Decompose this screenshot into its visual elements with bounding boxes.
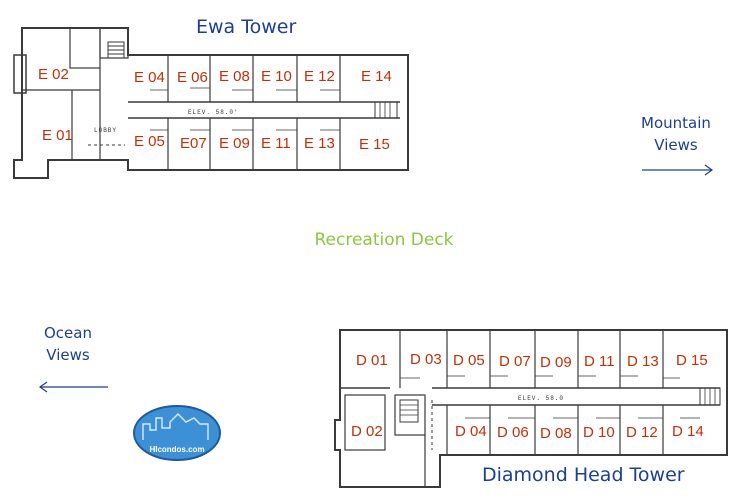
ocean-views-line2: Views: [46, 346, 90, 364]
unit-d05: D 05: [453, 352, 485, 369]
mountain-views-line2: Views: [654, 136, 698, 154]
unit-d12: D 12: [626, 424, 658, 441]
unit-d13: D 13: [627, 353, 659, 370]
unit-e08: E 08: [219, 68, 250, 85]
hicondos-logo: HIcondos.com: [133, 405, 221, 461]
unit-d14: D 14: [672, 423, 704, 440]
unit-d09: D 09: [540, 354, 572, 371]
logo-text: HIcondos.com: [149, 445, 204, 454]
ewa-tower-title: Ewa Tower: [196, 16, 296, 38]
unit-e02: E 02: [38, 66, 69, 83]
unit-e15: E 15: [359, 136, 390, 153]
unit-d07: D 07: [499, 353, 531, 370]
unit-e11: E 11: [261, 135, 291, 152]
ocean-views-line1: Ocean: [44, 324, 92, 342]
unit-d11: D 11: [584, 353, 615, 370]
diamond-head-unit-labels: D 01 D 03 D 05 D 07 D 09 D 11 D 13 D 15 …: [351, 351, 708, 442]
unit-d01: D 01: [356, 352, 388, 369]
unit-d10: D 10: [583, 424, 615, 441]
arrow-right-icon: [642, 164, 714, 176]
unit-d02: D 02: [351, 423, 383, 440]
unit-e01: E 01: [42, 127, 73, 144]
ewa-elevation-label: ELEV. 58.0': [188, 109, 239, 116]
mountain-views-indicator: Mountain Views: [641, 114, 714, 176]
unit-e09: E 09: [219, 135, 250, 152]
unit-d03: D 03: [410, 351, 442, 368]
recreation-deck-label: Recreation Deck: [314, 230, 453, 250]
unit-e14: E 14: [361, 68, 392, 85]
diamond-head-tower-plan: ELEV. 58.0: [334, 329, 728, 488]
unit-d04: D 04: [455, 423, 487, 440]
ocean-views-indicator: Ocean Views: [38, 324, 108, 393]
mountain-views-line1: Mountain: [641, 114, 711, 132]
unit-e05: E 05: [134, 133, 165, 150]
ewa-lobby-label: LOBBY: [94, 127, 117, 134]
ewa-unit-labels: E 02 E 04 E 06 E 08 E 10 E 12 E 14 E 01 …: [38, 66, 392, 153]
unit-e04: E 04: [134, 69, 165, 86]
unit-d15: D 15: [676, 352, 708, 369]
arrow-left-icon: [38, 381, 108, 393]
unit-e07: E07: [180, 135, 207, 152]
ewa-tower-plan: LOBBY ELEV. 58.0': [13, 27, 409, 179]
unit-e06: E 06: [177, 69, 208, 86]
unit-e10: E 10: [261, 68, 292, 85]
unit-e13: E 13: [304, 135, 335, 152]
diamond-head-elevation-label: ELEV. 58.0: [518, 395, 564, 402]
unit-d08: D 08: [540, 425, 572, 442]
diamond-head-tower-title: Diamond Head Tower: [482, 464, 685, 486]
unit-e12: E 12: [304, 68, 335, 85]
unit-d06: D 06: [497, 424, 529, 441]
